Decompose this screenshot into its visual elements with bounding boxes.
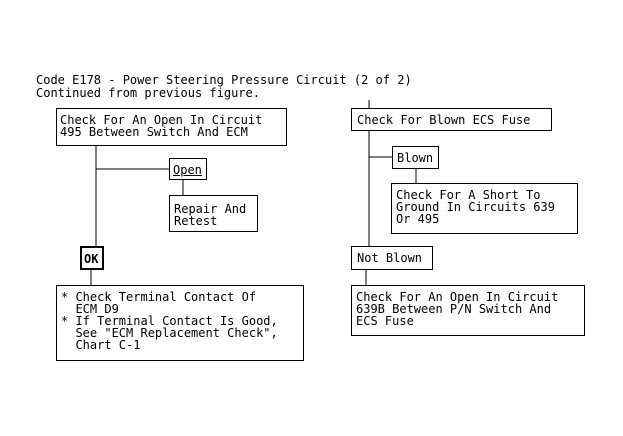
not-blown-result-label: Not Blown [357, 251, 423, 265]
open-result-label: Open [173, 163, 202, 177]
short-to-ground-box: Check For A Short To Ground In Circuits … [391, 183, 578, 234]
terminal-contact-text: * Check Terminal Contact Of ECM D9 * If … [61, 290, 278, 352]
open-result-box: Open [169, 158, 207, 180]
check-blown-fuse-box: Check For Blown ECS Fuse [351, 108, 552, 131]
check-open-495-text: Check For An Open In Circuit 495 Between… [60, 113, 263, 139]
terminal-contact-box: * Check Terminal Contact Of ECM D9 * If … [56, 285, 304, 361]
short-to-ground-text: Check For A Short To Ground In Circuits … [396, 188, 555, 226]
not-blown-result-box: Not Blown [351, 246, 433, 270]
open-639b-text: Check For An Open In Circuit 639B Betwee… [356, 290, 559, 328]
blown-result-label: Blown [397, 151, 434, 165]
repair-retest-text: Repair And Retest [174, 202, 247, 228]
diagram-title: Code E178 - Power Steering Pressure Circ… [36, 73, 412, 87]
blown-result-box: Blown [392, 146, 439, 169]
repair-retest-box: Repair And Retest [169, 195, 258, 232]
check-blown-fuse-text: Check For Blown ECS Fuse [357, 113, 531, 127]
ok-result-label: OK [84, 252, 99, 266]
check-open-495-box: Check For An Open In Circuit 495 Between… [56, 108, 287, 146]
open-639b-box: Check For An Open In Circuit 639B Betwee… [351, 285, 585, 336]
ok-result-box: OK [80, 246, 104, 270]
diagram-subtitle: Continued from previous figure. [36, 86, 260, 100]
